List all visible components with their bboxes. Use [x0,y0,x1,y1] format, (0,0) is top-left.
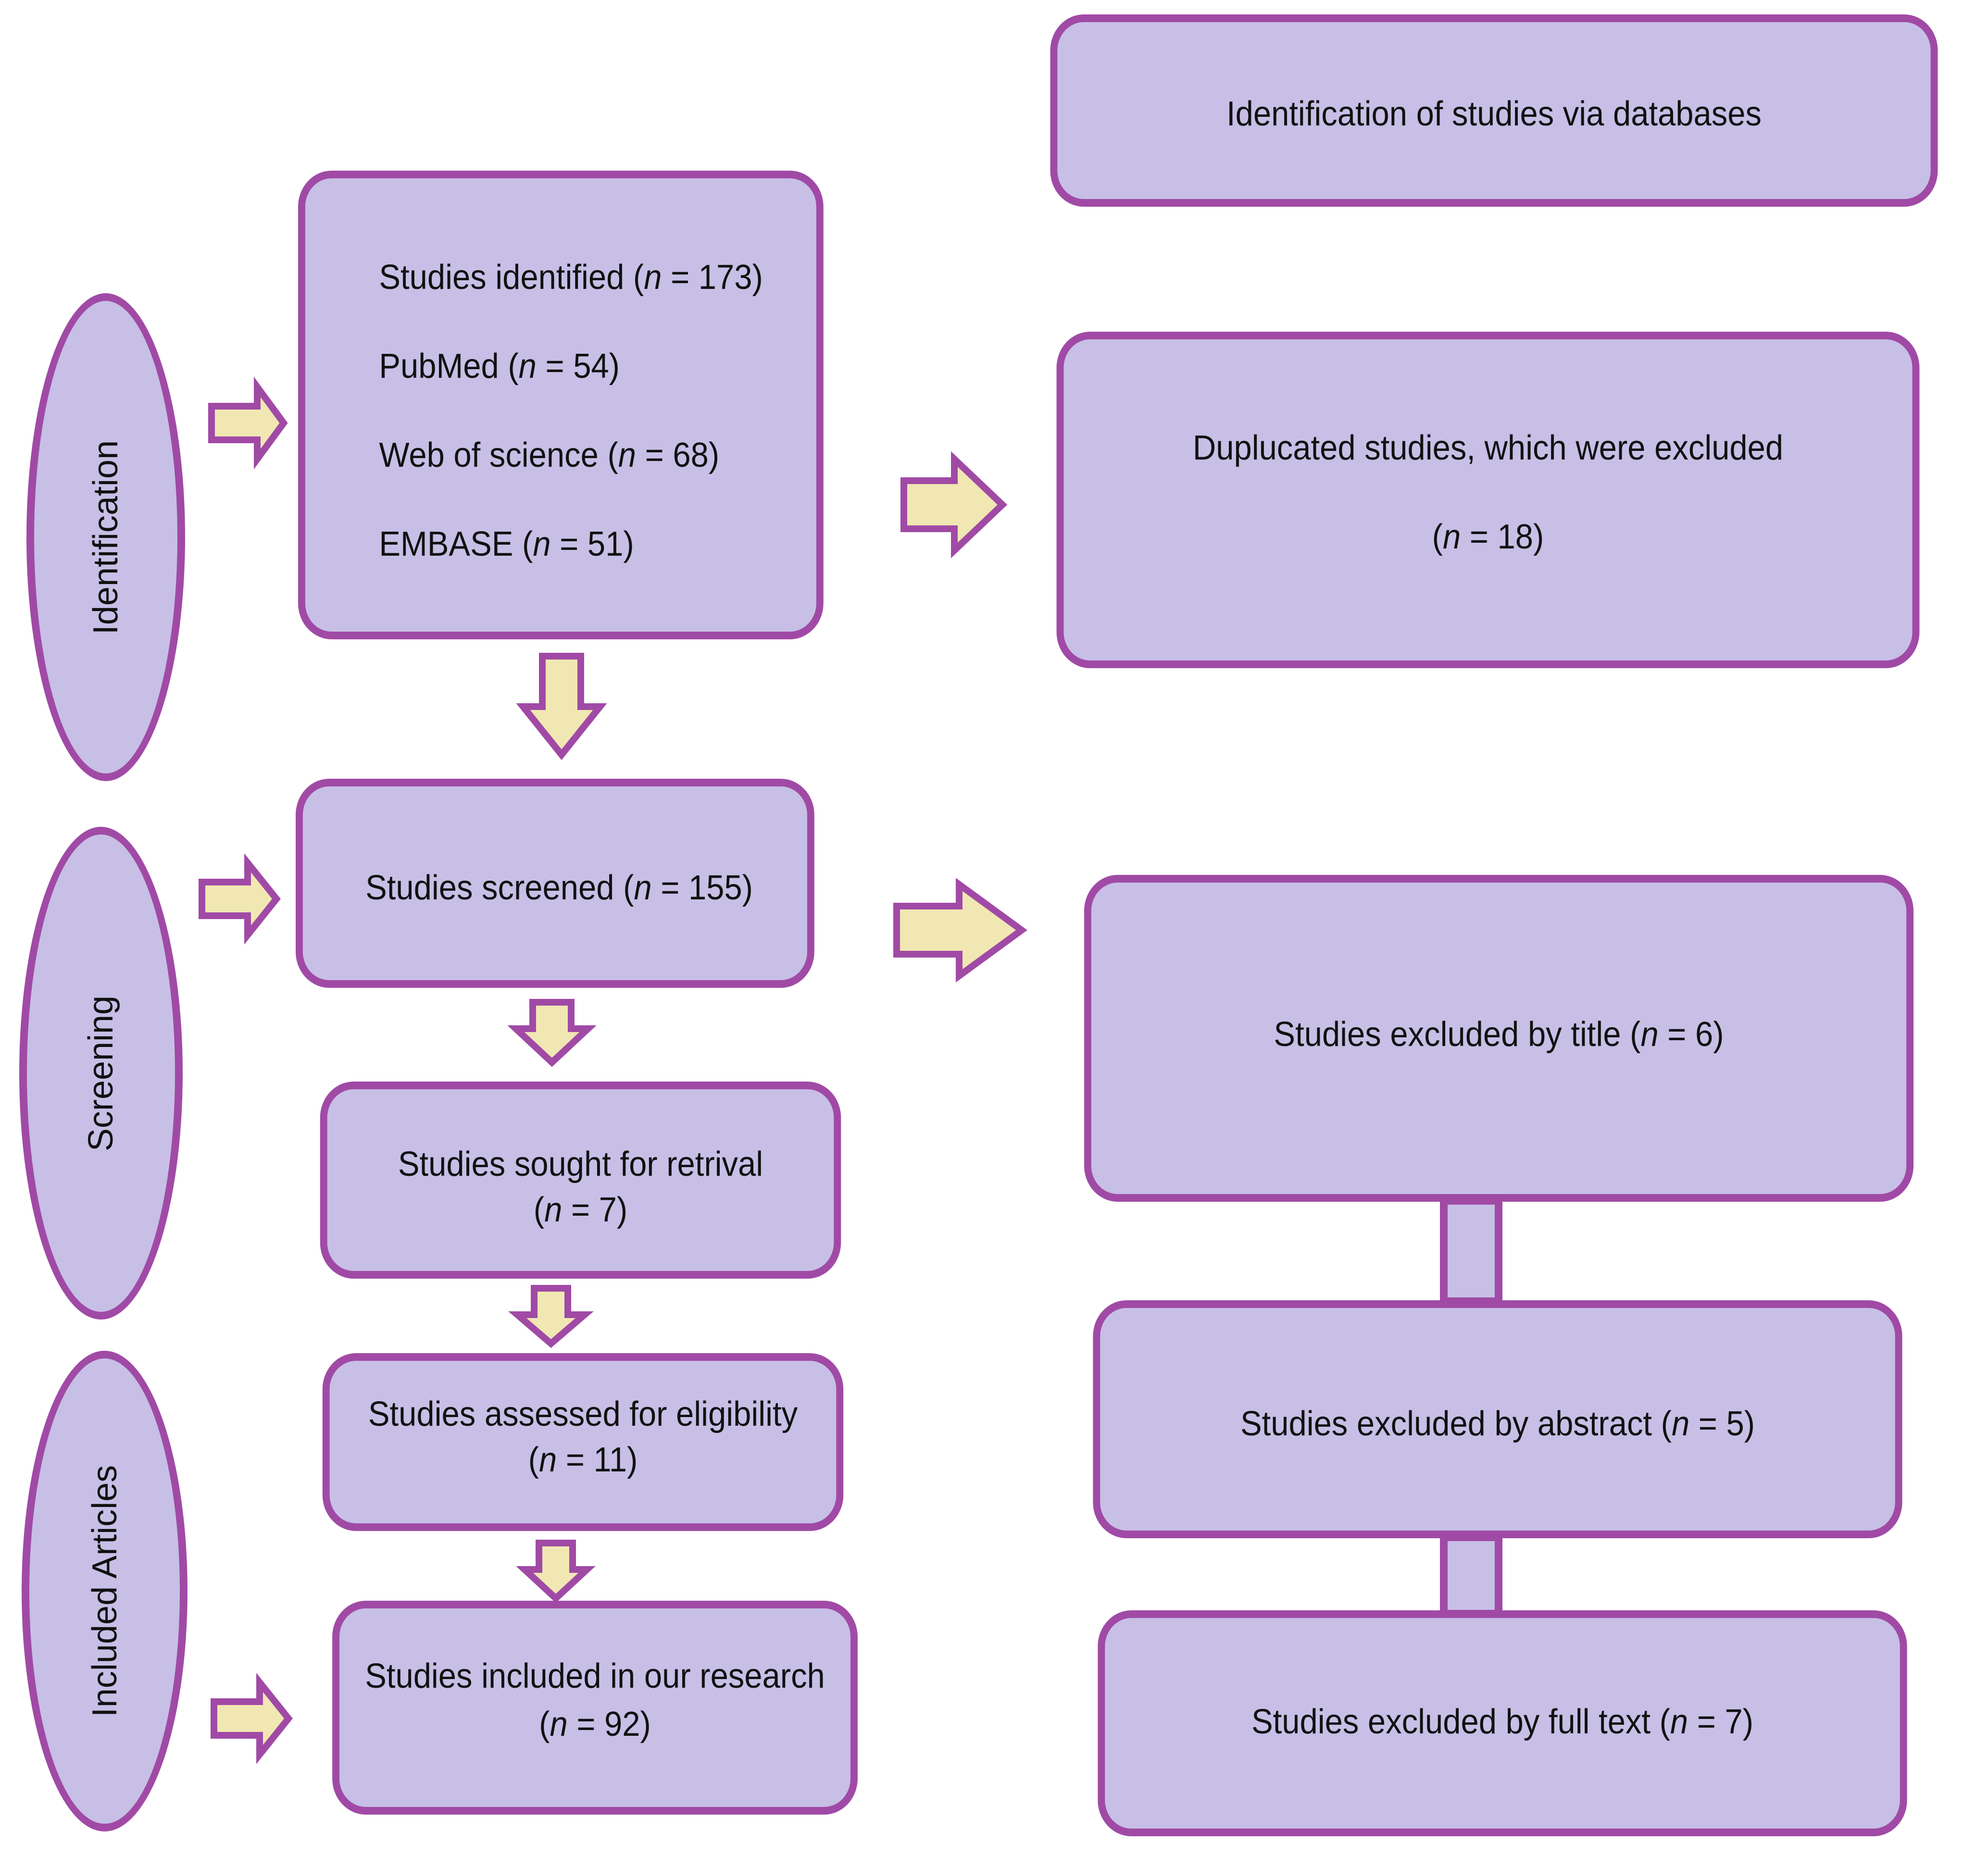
identified-embase: EMBASE (n = 51) [379,525,634,563]
screened-box: Studies screened (n = 155) [296,779,814,988]
arrow-down-4-icon [516,1540,596,1603]
excluded-title-box: Studies excluded by title (n = 6) [1084,875,1914,1202]
phase-screening-oval: Screening [19,827,183,1320]
assessed-count: (n = 11) [528,1441,638,1479]
screened-text: Studies screened (n = 155) [365,869,753,907]
included-label: Studies included in our research [365,1657,825,1695]
excluded-title-text: Studies excluded by title (n = 6) [1274,1015,1724,1054]
identified-pubmed: PubMed (n = 54) [379,347,620,386]
title-text: Identification of studies via databases [1226,95,1762,133]
phase-included-label: Included Articles [85,1465,124,1718]
phase-identification-oval: Identification [26,293,185,781]
arrow-down-2-icon [507,999,597,1067]
excluded-fulltext-text: Studies excluded by full text (n = 7) [1251,1703,1754,1741]
sought-count: (n = 7) [533,1191,628,1229]
phase-identification-label: Identification [87,440,125,635]
excluded-fulltext-box: Studies excluded by full text (n = 7) [1098,1610,1907,1836]
included-box: Studies included in our research (n = 92… [332,1601,858,1815]
connector-abstract-fulltext [1440,1533,1502,1618]
excluded-abstract-box: Studies excluded by abstract (n = 5) [1093,1300,1902,1538]
arrow-right-excluded-icon [893,878,1027,983]
excluded-abstract-text: Studies excluded by abstract (n = 5) [1240,1405,1755,1443]
identified-wos: Web of science (n = 68) [379,436,720,474]
title-box: Identification of studies via databases [1050,14,1938,207]
phase-screening-label: Screening [82,995,120,1151]
arrow-down-1-icon [516,653,607,760]
duplicates-count: (n = 18) [1432,518,1544,556]
identified-total: Studies identified (n = 173) [379,258,763,297]
duplicates-box: Duplucated studies, which were excluded … [1056,332,1920,668]
identified-box: Studies identified (n = 173) PubMed (n =… [298,171,824,639]
assessed-box: Studies assessed for eligibility (n = 11… [322,1353,844,1531]
phase-included-oval: Included Articles [22,1351,188,1831]
sought-label: Studies sought for retrival [398,1145,763,1183]
arrow-down-3-icon [508,1285,594,1348]
arrow-right-included-icon [211,1673,293,1764]
arrow-right-duplicates-icon [900,451,1008,559]
arrow-right-identification-icon [208,376,288,470]
duplicates-label: Duplucated studies, which were excluded [1192,429,1784,467]
arrow-right-screening-icon [199,853,281,945]
connector-title-abstract [1440,1197,1502,1305]
included-count: (n = 92) [539,1705,651,1743]
assessed-label: Studies assessed for eligibility [368,1395,798,1433]
sought-box: Studies sought for retrival (n = 7) [320,1082,841,1279]
